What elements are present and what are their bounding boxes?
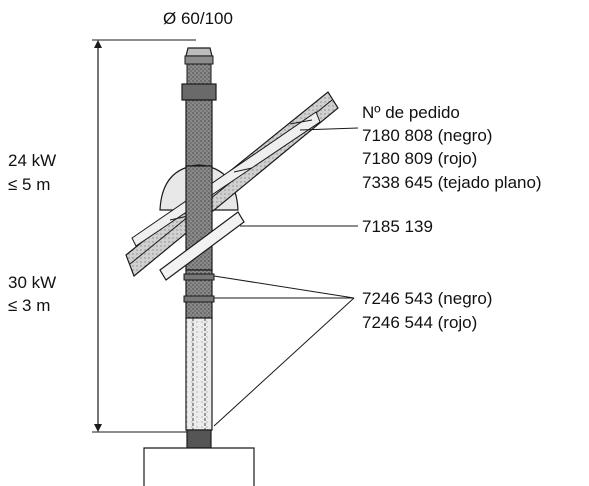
flashing-code: 7185 139 bbox=[362, 217, 433, 236]
order-leader-lines bbox=[213, 127, 359, 427]
order-heading: Nº de pedido bbox=[362, 103, 460, 122]
boiler-unit bbox=[143, 447, 255, 486]
power-high-length: ≤ 5 m bbox=[8, 175, 50, 194]
power-high-kw: 24 kW bbox=[8, 151, 56, 170]
power-low-kw: 30 kW bbox=[8, 273, 56, 292]
clamp-line-2: 7246 544 (rojo) bbox=[362, 313, 477, 332]
clamp-line-1: 7246 543 (negro) bbox=[362, 289, 492, 308]
upper-dark-pipe bbox=[185, 99, 213, 167]
order-line-1: 7180 808 (negro) bbox=[362, 126, 492, 145]
base-connector bbox=[186, 429, 212, 449]
extension-pipe bbox=[185, 317, 213, 431]
roof-section bbox=[125, 91, 339, 277]
order-line-2: 7180 809 (rojo) bbox=[362, 149, 477, 168]
pipe-clamp-bottom bbox=[183, 295, 215, 303]
flashing-plate bbox=[159, 211, 245, 281]
order-line-3: 7338 645 (tejado plano) bbox=[362, 173, 542, 192]
diameter-label: Ø 60/100 bbox=[163, 9, 233, 28]
chimney-cap bbox=[181, 47, 217, 101]
power-low-length: ≤ 3 m bbox=[8, 296, 50, 315]
pipe-clamp-top bbox=[183, 273, 215, 281]
